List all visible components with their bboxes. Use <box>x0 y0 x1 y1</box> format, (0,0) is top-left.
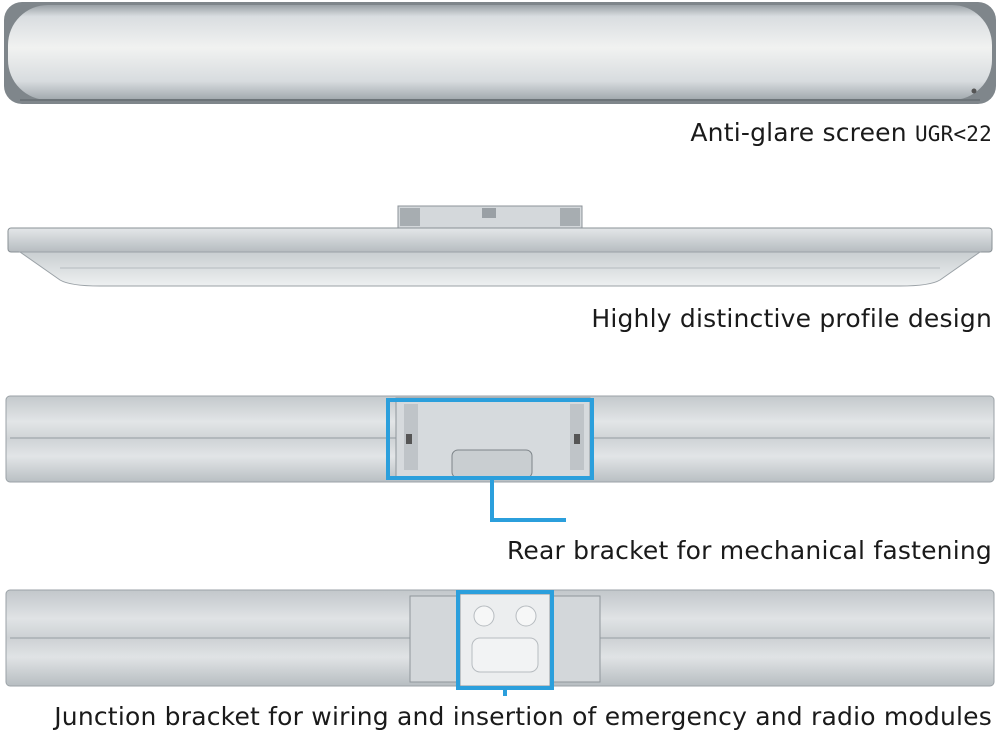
caption-anti-glare: Anti-glare screen UGR<22 <box>690 118 992 147</box>
caption-profile: Highly distinctive profile design <box>591 304 992 333</box>
fixture-junction-view <box>5 589 995 696</box>
caption-rear-bracket: Rear bracket for mechanical fastening <box>506 536 992 565</box>
caption-ugr-value: UGR<22 <box>914 122 992 146</box>
fixture-profile-view <box>7 205 993 287</box>
fixture-front-view <box>4 2 996 104</box>
fixture-rear-view <box>5 395 995 522</box>
caption-junction-bracket: Junction bracket for wiring and insertio… <box>54 702 992 731</box>
caption-anti-glare-label: Anti-glare screen <box>690 118 907 147</box>
